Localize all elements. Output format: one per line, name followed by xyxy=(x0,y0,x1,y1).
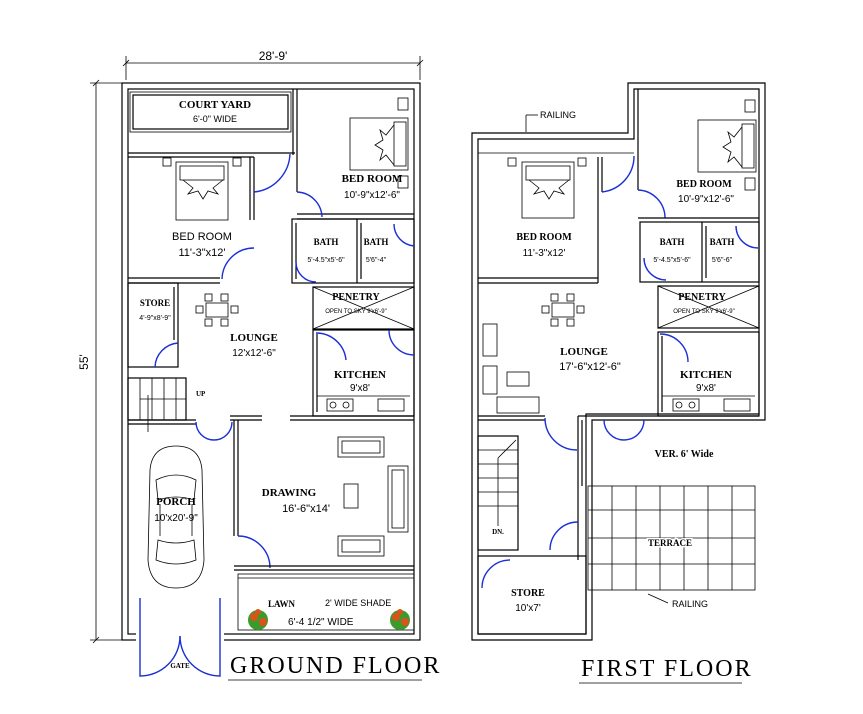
ground-floor-plan: 28'-9' 55' COURT YARD 6'-0" WIDE xyxy=(77,49,441,681)
width-dimension: 28'-9' xyxy=(259,49,288,63)
ff-bath2-size: 5'6"-6" xyxy=(712,257,733,264)
ff-terrace-grid xyxy=(587,485,756,591)
ff-bedroom-left-size: 11'-3"x12' xyxy=(523,248,566,259)
ff-store-label: STORE xyxy=(511,588,545,599)
gf-gate-label: GATE xyxy=(170,662,190,670)
ff-bedroom-left-label: BED ROOM xyxy=(516,232,572,243)
ff-left-bed-icon xyxy=(507,157,587,219)
ff-lounge-sofa-icon xyxy=(482,323,540,414)
gf-lounge-size: 12'x12'-6" xyxy=(232,348,276,359)
gf-store-label: STORE xyxy=(140,298,170,308)
ground-floor-title: GROUND FLOOR xyxy=(230,653,441,679)
ff-railing-bottom-label: RAILING xyxy=(672,599,708,609)
gf-bath2-size: 5'6"-4" xyxy=(366,257,387,264)
gf-penetry-note: OPEN TO SKY 9'x6'-9" xyxy=(325,309,386,315)
gf-porch-size: 10'x20'-9" xyxy=(154,513,198,524)
gf-store-size: 4'-9"x8'-9" xyxy=(139,315,171,322)
gf-lawn-label: LAWN xyxy=(268,599,296,609)
gf-court-yard-label: COURT YARD xyxy=(179,99,251,111)
gf-bedroom-left-label: BED ROOM xyxy=(172,231,232,243)
gf-lawn-size: 6'-4 1/2" WIDE xyxy=(288,617,354,628)
gf-court-yard-size: 6'-0" WIDE xyxy=(193,114,237,124)
ff-right-bed-icon xyxy=(697,99,757,191)
ff-bath1-size: 5'-4.5"x5'-6" xyxy=(653,257,691,264)
gf-stairs-up-label: UP xyxy=(196,390,206,398)
ff-kitchen-label: KITCHEN xyxy=(680,369,732,381)
first-floor-plan: RAILING BED ROOM 11'-3"x12' BED ROOM xyxy=(471,82,766,684)
ff-bedroom-right-size: 10'-9"x12'-6" xyxy=(678,194,734,205)
gf-car-icon xyxy=(147,445,205,589)
gf-bath1-size: 5'-4.5"x5'-6" xyxy=(307,257,345,264)
gf-lawn-plant-left-icon xyxy=(248,609,268,630)
gf-bedroom-left-size: 11'-3"x12' xyxy=(178,247,225,259)
gf-right-bed-icon xyxy=(349,97,409,189)
ff-kitchen-size: 9'x8' xyxy=(696,383,716,394)
ff-lounge-size: 17'-6"x12'-6" xyxy=(559,361,621,373)
ff-railing-top-label: RAILING xyxy=(540,110,576,120)
gf-drawing-size: 16'-6"x14' xyxy=(282,503,330,515)
ff-store-size: 10'x7' xyxy=(515,603,541,614)
gf-drawing-label: DRAWING xyxy=(262,487,317,499)
ff-bedroom-right-label: BED ROOM xyxy=(676,179,732,190)
ff-terrace-label: TERRACE xyxy=(648,538,692,548)
gf-lounge-label: LOUNGE xyxy=(230,332,278,344)
ff-verandah-label: VER. 6' Wide xyxy=(655,449,714,460)
gf-bath1-label: BATH xyxy=(314,237,339,247)
gf-bedroom-right-size: 10'-9"x12'-6" xyxy=(344,190,400,201)
height-dimension: 55' xyxy=(77,354,91,370)
ff-penetry-label: PENETRY xyxy=(678,292,726,303)
ff-bath2-label: BATH xyxy=(710,237,735,247)
gf-porch-label: PORCH xyxy=(156,496,196,508)
ff-stairs-dn-label: DN. xyxy=(492,528,504,536)
gf-penetry-label: PENETRY xyxy=(332,292,380,303)
gf-left-bed-icon xyxy=(162,157,242,221)
ff-lounge-label: LOUNGE xyxy=(560,346,608,358)
gf-sofa-set-icon xyxy=(337,436,409,557)
gf-dining-table-icon xyxy=(195,293,239,327)
gf-lawn-shade: 2' WIDE SHADE xyxy=(325,598,391,608)
gf-kitchen-label: KITCHEN xyxy=(334,369,386,381)
ff-penetry-note: OPEN TO SKY 9'x6'-9" xyxy=(673,309,734,315)
gf-bedroom-right-label: BED ROOM xyxy=(342,173,403,185)
first-floor-title: FIRST FLOOR xyxy=(581,656,753,682)
gf-bath2-label: BATH xyxy=(364,237,389,247)
gf-kitchen-size: 9'x8' xyxy=(350,383,370,394)
gf-lawn-plant-right-icon xyxy=(390,609,410,630)
ff-dining-table-icon xyxy=(541,293,585,327)
ff-bath1-label: BATH xyxy=(660,237,685,247)
